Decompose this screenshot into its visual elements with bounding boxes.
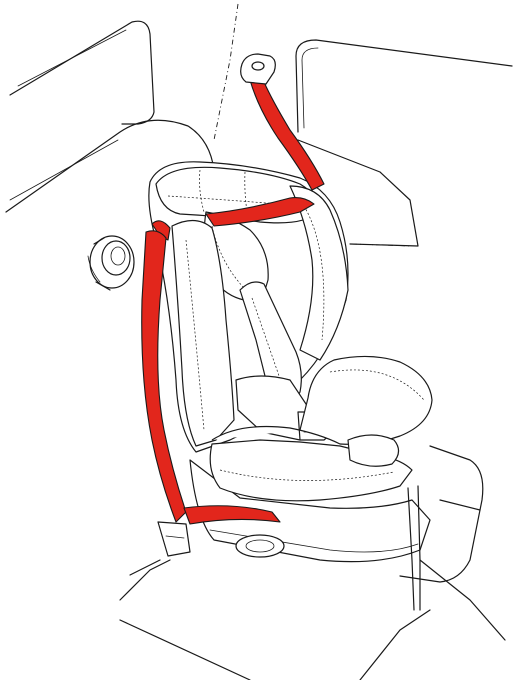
left-headrest bbox=[10, 21, 154, 124]
child-seat bbox=[149, 162, 432, 562]
seat-centre-seam bbox=[214, 4, 238, 140]
belt-buckle-lower bbox=[158, 522, 190, 556]
belt-anchor-top bbox=[241, 54, 276, 84]
belt-retractor bbox=[88, 236, 134, 290]
base-adjust-knob bbox=[236, 535, 284, 557]
right-headrest bbox=[296, 40, 512, 132]
